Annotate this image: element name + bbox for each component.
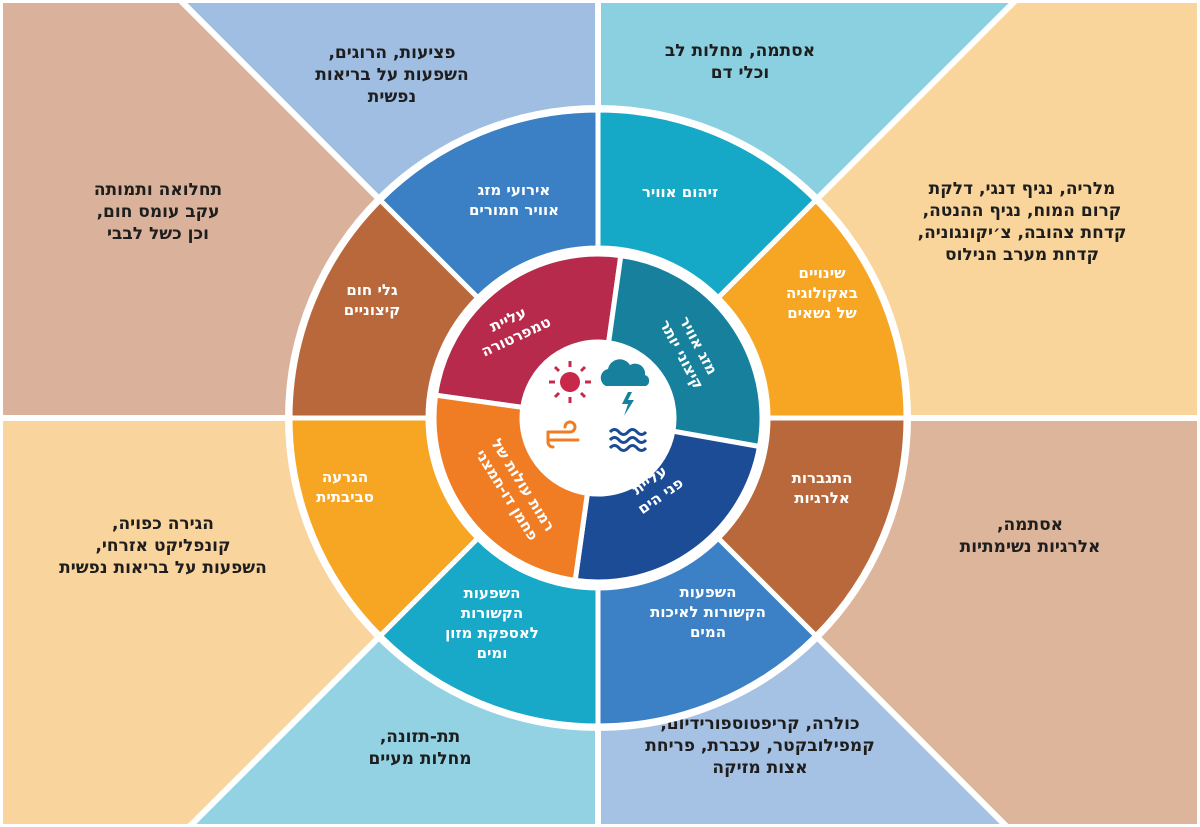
- outcome-text-mental-health-line: נפשית: [368, 87, 416, 107]
- exposure-label-food-water-supply-line: ומים: [477, 644, 508, 662]
- waves-icon: [608, 428, 648, 452]
- sun-icon: [549, 361, 591, 403]
- exposure-label-food-water-supply-line: לאספקת מזון: [445, 624, 539, 642]
- outcome-text-migration-line: השפעות על בריאות נפשית: [59, 558, 267, 578]
- outcome-text-mental-health-line: פציעות, הרוגים,: [328, 43, 455, 63]
- outcome-text-malnutrition-line: מחלות מעיים: [368, 749, 471, 769]
- exposure-label-severe-weather-line: אוויר חמורים: [469, 201, 559, 219]
- exposure-label-extreme-heat-line: קיצוניים: [344, 301, 400, 319]
- outcome-text-allergies: אסתמה,אלרגיות נשימתיות: [960, 515, 1101, 557]
- outcome-text-heat-stress-line: תחלואה ותמותה: [94, 180, 222, 200]
- exposure-label-food-water-supply: השפעות הקשורות לאספקת מזון ומים: [445, 584, 539, 662]
- climate-driver-sea-level-rise: [572, 428, 763, 585]
- exposure-label-vector-ecology: שינויים באקולוגיה של נשאים: [786, 264, 858, 322]
- exposure-label-air-pollution: זיהום אוויר: [642, 183, 718, 201]
- exposure-label-vector-ecology-line: שינויים: [798, 264, 846, 282]
- exposure-label-water-quality-line: המים: [690, 623, 726, 641]
- exposure-label-severe-weather: אירועי מזג אוויר חמורים: [469, 181, 559, 219]
- outcome-text-allergies-line: אסתמה,: [997, 515, 1063, 535]
- climate-driver-extreme-weather: [605, 252, 765, 450]
- outcome-text-migration: הגירה כפויה,קונפליקט אזרחי,השפעות על ברי…: [59, 514, 267, 578]
- wind-icon: [546, 420, 580, 449]
- outcome-text-vector-diseases-line: קרום המוח, נגיף ההנטה,: [923, 201, 1122, 221]
- outcome-text-waterborne: כולרה, קריפטוספורידיום,קמפילובקטר, עכברת…: [645, 714, 874, 778]
- exposure-label-environmental-degradation-line: הגרעה: [322, 468, 368, 486]
- outcome-text-migration-line: קונפליקט אזרחי,: [95, 536, 230, 556]
- exposure-label-vector-ecology-line: באקולוגיה: [786, 284, 858, 302]
- exposure-label-allergens-line: אלרגיות: [794, 489, 850, 507]
- exposure-label-vector-ecology-line: של נשאים: [787, 304, 857, 322]
- exposure-label-extreme-heat-line: גלי חום: [346, 281, 398, 299]
- outcome-text-vector-diseases-line: מלריה, נגיף דנגי, דלקת: [929, 179, 1116, 199]
- outcome-text-heat-stress-line: עקב עומס חום,: [97, 202, 220, 222]
- outcome-text-asthma-heart-line: וכלי דם: [711, 63, 770, 83]
- outcome-text-malnutrition-line: תת-תזונה,: [380, 727, 460, 747]
- exposure-label-food-water-supply-line: השפעות: [464, 584, 521, 602]
- outcome-text-migration-line: הגירה כפויה,: [112, 514, 214, 534]
- exposure-label-extreme-heat: גלי חום קיצוניים: [344, 281, 400, 319]
- outcome-text-vector-diseases-line: קדחת מערב הנילוס: [945, 245, 1099, 265]
- exposure-label-water-quality-line: הקשורות לאיכות: [650, 603, 766, 621]
- exposure-label-severe-weather-line: אירועי מזג: [478, 181, 551, 199]
- exposure-label-water-quality: השפעות הקשורות לאיכות המים: [650, 583, 766, 641]
- outcome-text-heat-stress-line: וכן כשל לבבי: [107, 224, 209, 244]
- exposure-label-water-quality-line: השפעות: [680, 583, 737, 601]
- exposure-label-allergens: התגברות אלרגיות: [792, 469, 853, 507]
- exposure-label-environmental-degradation-line: סביבתית: [316, 488, 374, 506]
- storm-cloud-icon: [600, 359, 650, 416]
- exposure-label-food-water-supply-line: הקשורות: [461, 604, 523, 622]
- outcome-text-waterborne-line: אצות מזיקה: [712, 758, 807, 778]
- center-circle: [524, 344, 672, 492]
- exposure-label-environmental-degradation: הגרעה סביבתית: [316, 468, 374, 506]
- exposure-label-air-pollution-line: זיהום אוויר: [642, 183, 718, 201]
- outcome-text-waterborne-line: כולרה, קריפטוספורידיום,: [660, 714, 859, 734]
- outcome-text-vector-diseases-line: קדחת צהובה, צ׳יקונגוניה,: [918, 223, 1127, 243]
- exposure-label-allergens-line: התגברות: [792, 469, 853, 487]
- outcome-text-mental-health-line: השפעות על בריאות: [315, 65, 468, 85]
- climate-driver-rising-co2: [431, 392, 591, 584]
- outcome-text-allergies-line: אלרגיות נשימתיות: [960, 537, 1101, 557]
- outcome-text-waterborne-line: קמפילובקטר, עכברת, פריחת: [645, 736, 874, 756]
- climate-driver-rising-temperature: [432, 251, 624, 411]
- outcome-text-asthma-heart-line: אסתמה, מחלות לב: [665, 41, 815, 61]
- outcome-text-malnutrition: תת-תזונה,מחלות מעיים: [368, 727, 471, 769]
